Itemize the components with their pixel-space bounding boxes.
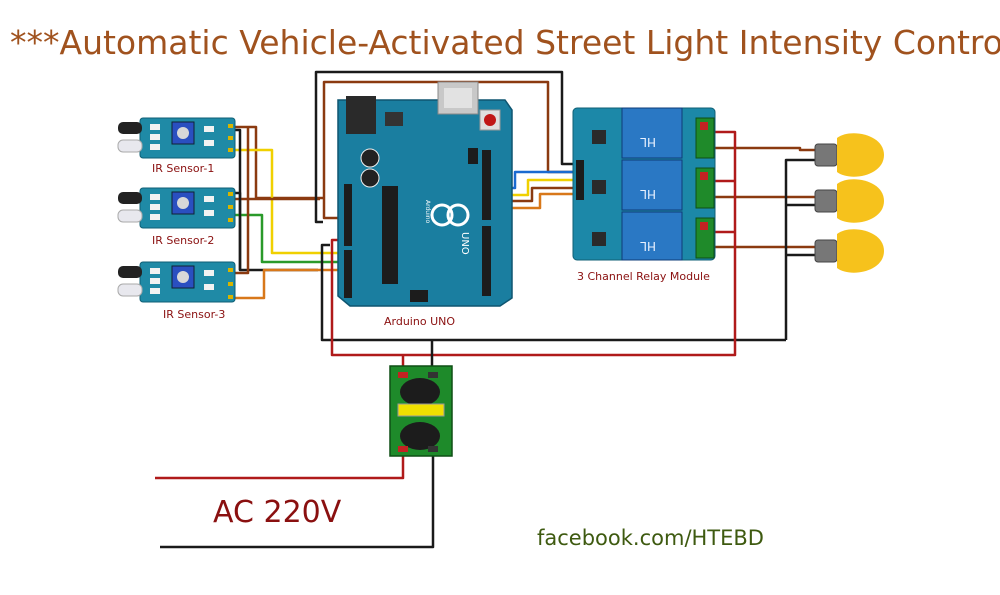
bulb-3 (814, 229, 884, 273)
svg-text:HL: HL (640, 135, 656, 149)
wire-vcc-black-loop (314, 70, 580, 224)
wire-d-orange (488, 192, 580, 210)
ir-sensor-3 (117, 261, 236, 303)
arduino-label: Arduino UNO (384, 315, 455, 328)
ir-sensor-1 (117, 117, 236, 159)
wire-ac-red (155, 452, 405, 480)
bulb-2 (814, 179, 884, 223)
wire-bulb-neutral (784, 158, 815, 340)
bulb-1 (814, 133, 884, 177)
wire-main-black (320, 243, 786, 342)
wire-relay-red-bus (712, 130, 737, 336)
wire-s3-orange (232, 268, 345, 300)
wire-main-red (330, 238, 737, 357)
wire-s1-brown (232, 125, 323, 200)
ir-sensor-3-label: IR Sensor-3 (163, 308, 225, 321)
ir-sensor-2 (117, 187, 236, 229)
wire-s1-yellow (232, 148, 345, 255)
diagram-title: ***Automatic Vehicle-Activated Street Li… (10, 23, 1000, 62)
ir-sensor-1-label: IR Sensor-1 (152, 162, 214, 175)
svg-text:UNO: UNO (459, 232, 470, 255)
svg-text:HL: HL (640, 239, 656, 253)
relay-module: HL HL HL (572, 107, 716, 261)
ir-sensor-2-label: IR Sensor-2 (152, 234, 214, 247)
svg-text:HL: HL (640, 187, 656, 201)
wire-ac-black (160, 452, 435, 549)
ac-supply-label: AC 220V (213, 495, 342, 530)
wire-relay1-brown (712, 146, 815, 152)
arduino-uno-board: Arduino UNO (337, 81, 513, 307)
svg-text:Arduino: Arduino (424, 200, 431, 224)
wire-s2-black (232, 191, 318, 272)
credit-label: facebook.com/HTEBD (537, 526, 764, 550)
wire-s3-brown (232, 127, 250, 275)
relay-module-label: 3 Channel Relay Module (577, 270, 710, 283)
power-supply-module (389, 365, 453, 457)
